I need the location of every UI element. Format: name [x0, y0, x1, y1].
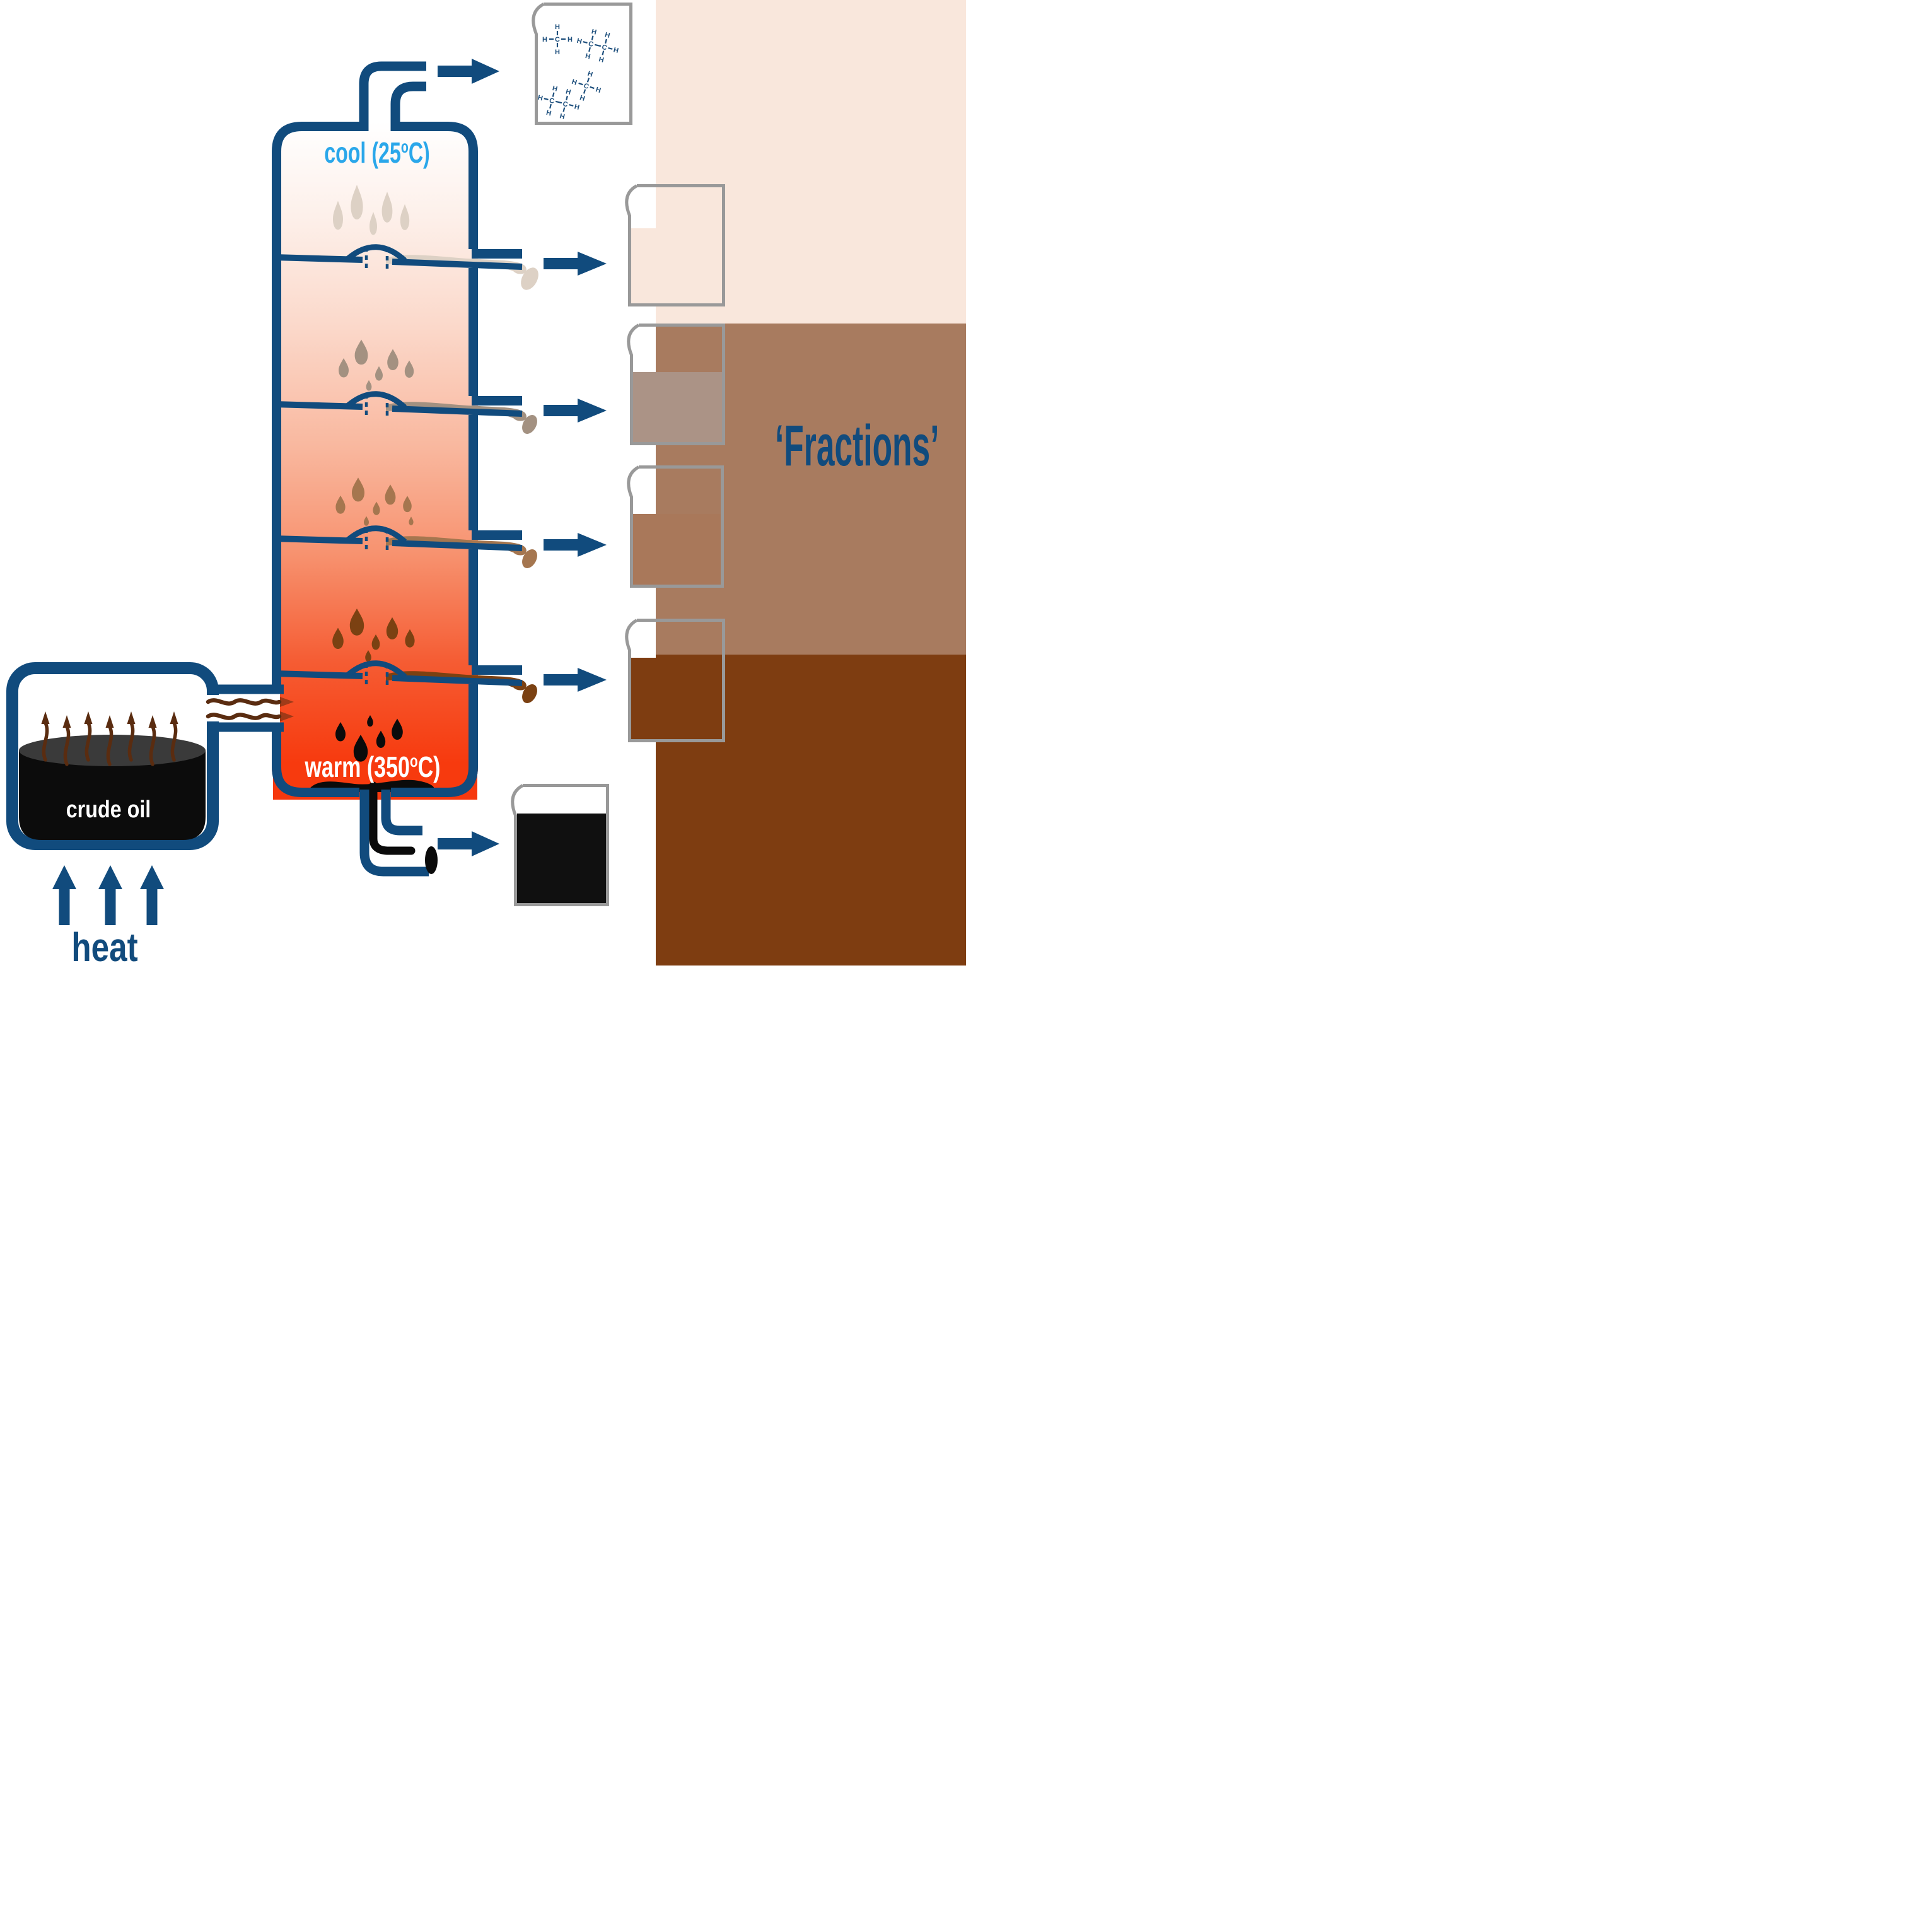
fraction-colour-blocks — [656, 0, 966, 966]
outlet-stub-1 — [472, 249, 522, 259]
stream-drip — [521, 267, 538, 290]
beaker-5 — [511, 784, 609, 906]
cool-label: cool (25oC) — [324, 137, 430, 169]
stream-drip — [522, 549, 537, 568]
beaker-1 — [625, 184, 725, 306]
crude-oil-body — [19, 750, 206, 840]
warm-label-post: C) — [418, 750, 441, 783]
gas-molecule-box — [532, 3, 632, 125]
side-arrow-3-icon — [544, 533, 607, 557]
flow-arrows — [438, 59, 607, 856]
svg-text:warm (350oC): warm (350oC) — [305, 750, 441, 783]
riser-dashes — [364, 663, 389, 688]
tray-2 — [274, 391, 523, 419]
vapour-arrow-icon — [170, 721, 178, 762]
feed-vapour-arrows — [206, 697, 294, 721]
feed-arrow-icon — [206, 713, 282, 720]
column-roof-left — [272, 122, 359, 152]
side-arrow-1-icon — [544, 252, 607, 276]
stream-drip — [522, 415, 537, 434]
residue-stream — [369, 781, 438, 874]
top-arrow-icon — [438, 59, 499, 84]
vapour-arrow-icon — [84, 721, 92, 762]
beaker-2 — [627, 324, 725, 445]
column-interior — [272, 122, 478, 797]
bubble-cap — [346, 391, 407, 410]
beaker-3 — [627, 465, 724, 588]
heat-arrow-icon — [52, 865, 76, 925]
bottom-arrow-icon — [438, 831, 499, 856]
tray-3 — [274, 525, 523, 553]
tray-4 — [274, 660, 523, 688]
beaker-3-liquid — [633, 514, 721, 585]
cool-label-post: C) — [409, 137, 430, 169]
fractions-title-text: ‘Fractions’ — [775, 413, 939, 477]
heat-source: heat — [52, 865, 164, 966]
column-floor-left — [272, 766, 359, 797]
side-arrow-4-icon — [544, 668, 607, 692]
top-vapour-pipe — [359, 61, 426, 131]
warm-label-sup: o — [410, 752, 418, 771]
column-floor-right — [391, 766, 478, 797]
column-roof-right — [400, 122, 478, 152]
feed-duct — [208, 684, 284, 732]
crude-oil-label: crude oil — [66, 796, 151, 823]
vapour-arrow-icon — [106, 725, 113, 766]
svg-text:cool (25oC): cool (25oC) — [324, 137, 430, 169]
feed-arrow-icon — [206, 698, 282, 706]
vapour-arrow-icon — [42, 721, 49, 762]
bubble-cap — [346, 660, 407, 679]
beaker-1-liquid — [630, 228, 722, 303]
beakers — [511, 184, 725, 906]
warm-label: warm (350oC) — [305, 750, 441, 783]
riser-dashes — [364, 247, 389, 272]
outlet-stubs — [472, 249, 522, 675]
outlet-stub-4 — [472, 665, 522, 675]
beaker-5-liquid — [517, 814, 606, 903]
bubble-cap — [346, 525, 407, 544]
heat-arrow-icon — [98, 865, 122, 925]
fractional-distillation-diagram: C H H H H C C H H H H H H ‘Fractions’ — [6, 0, 966, 966]
crude-oil-pot: crude oil — [6, 662, 221, 850]
cool-label-pre: cool (25 — [324, 137, 401, 169]
cool-label-sup: o — [401, 137, 409, 157]
side-arrow-2-icon — [544, 399, 607, 423]
svg-text:crude oil: crude oil — [66, 796, 151, 823]
beaker-2-liquid — [633, 372, 722, 442]
beaker-4-liquid — [631, 658, 722, 739]
gas-box-border — [532, 3, 632, 125]
vapour-arrowheads — [41, 711, 178, 728]
outlet-stub-2 — [472, 396, 522, 405]
stream-drip — [522, 684, 537, 703]
trays — [274, 244, 523, 688]
tray-1 — [274, 244, 523, 272]
feed-arrowhead-icon — [280, 697, 294, 707]
bubble-cap — [346, 244, 407, 263]
outlet-stub-3 — [472, 530, 522, 540]
vapour-arrow-icon — [127, 721, 135, 762]
heat-label: heat — [71, 926, 137, 966]
vapour-arrow-icon — [63, 725, 71, 766]
column-border — [272, 122, 478, 797]
vapour-arrow-icon — [149, 725, 156, 766]
heat-arrow-icon — [140, 865, 164, 925]
fractions-title: ‘Fractions’ — [775, 413, 939, 477]
beaker-4 — [625, 619, 725, 742]
feed-arrowhead-icon — [280, 711, 294, 721]
bottom-residue-pipe — [359, 790, 429, 877]
riser-dashes — [364, 528, 389, 553]
riser-dashes — [364, 394, 389, 419]
svg-text:heat: heat — [71, 926, 137, 966]
warm-label-pre: warm (350 — [305, 750, 410, 783]
residue-drip — [425, 846, 438, 874]
vapour-arrows — [42, 721, 178, 766]
